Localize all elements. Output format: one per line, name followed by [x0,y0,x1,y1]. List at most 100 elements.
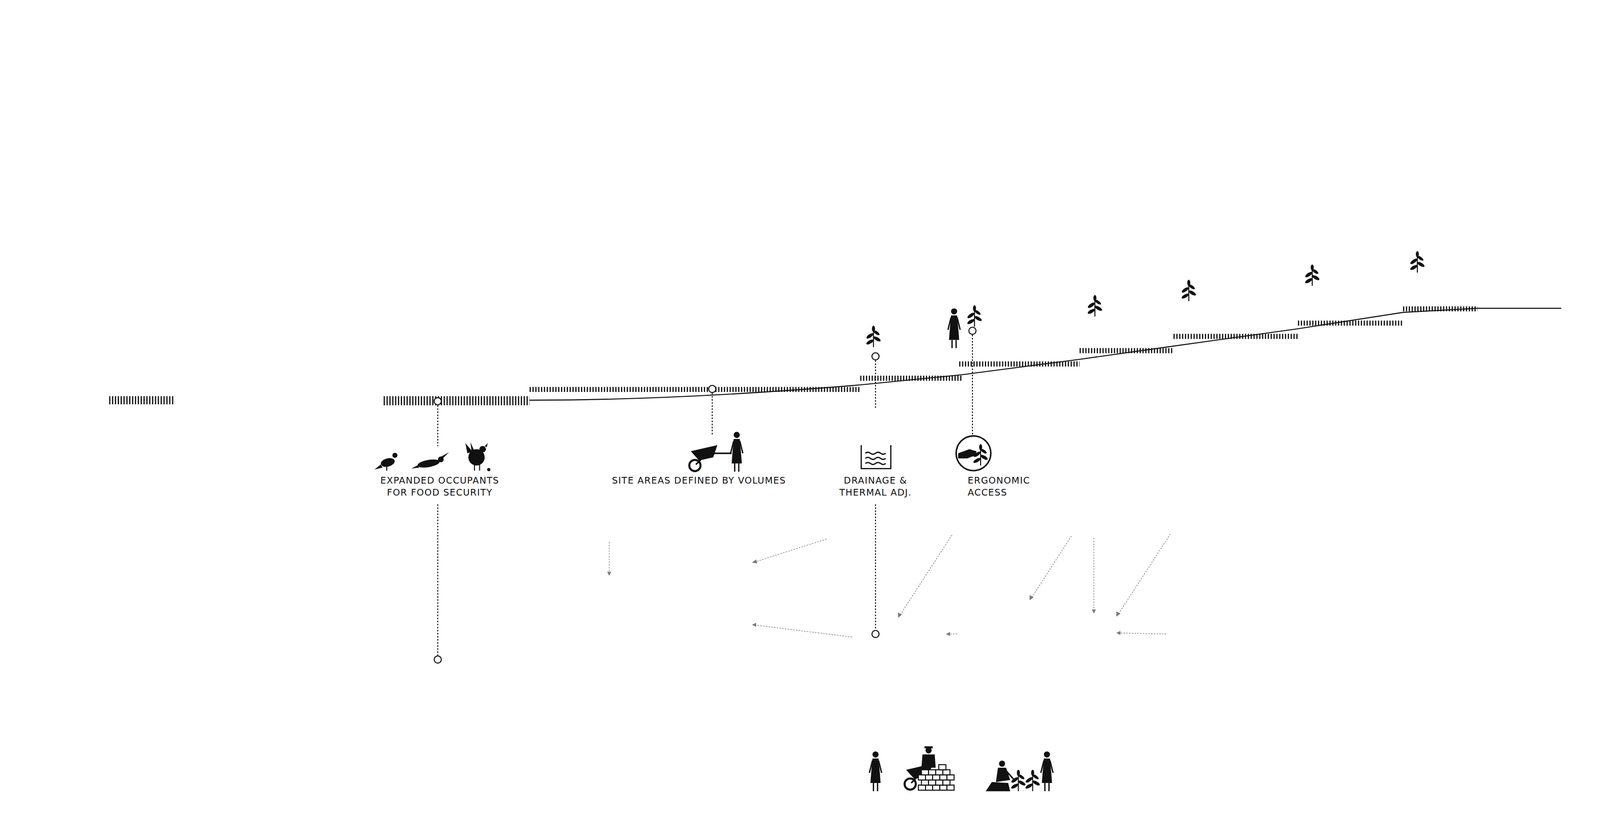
callout-label: DRAINAGE & THERMAL ADJ. [838,474,913,499]
leader-lines-part [875,360,877,409]
builders-figures-part-part [921,769,929,775]
marker-circles-part [434,655,442,664]
terrace-plants [865,250,1426,348]
terrace-plants-part [865,325,882,348]
builders-figures [869,746,955,792]
faint-arrows-part [1117,632,1167,634]
animal-icons [374,441,491,472]
builders-figures-part-part [928,780,936,786]
faint-arrowheads-part [1116,630,1121,636]
marker-circles-part [871,630,879,638]
animal-icons-part [479,445,486,453]
animal-icons-part [479,464,481,471]
builders-figures-part-part [935,780,943,786]
terrain-bars [109,308,1478,402]
faint-arrows-part [1117,533,1171,616]
faint-arrowheads-part [752,559,758,564]
builders-figures-part-part [939,784,948,791]
leader-lines [437,334,973,656]
faint-arrowheads-part [607,571,612,577]
faint-arrowheads-part [898,612,903,618]
marker-circles [434,327,976,664]
faint-arrowheads-part [1116,611,1121,617]
animal-icons-part [411,465,420,469]
ergonomic-icon [956,436,991,471]
faint-arrows-part [753,539,827,563]
callout-label: SITE AREAS DEFINED BY VOLUMES [610,474,787,487]
builders-figures-part [921,746,937,769]
marker-circles-part [871,352,879,360]
callout-label: ERGONOMIC ACCESS [967,474,980,499]
wheelbarrow-figure-part [730,431,744,472]
animal-icons-part [374,464,383,470]
drainage-icon-part [865,452,887,455]
builders-figures-part-part [942,769,950,775]
gardeners-figures-part-part [1006,770,1015,781]
builders-figures-part-part [935,769,943,775]
builders-figures-part-part [938,764,947,771]
gardeners-figures [985,751,1054,792]
ergonomic-icon-part [958,449,977,459]
builders-figures-part [918,764,954,791]
builders-figures-part-part [942,780,950,786]
ground-line [529,308,1562,401]
gardeners-figures-part [1024,769,1041,792]
builders-figures-part-part [925,784,933,791]
wheelbarrow-figure [689,431,744,472]
gardeners-figures-part [985,760,1015,792]
builders-figures-part-part [918,774,926,781]
leader-lines-part [875,504,877,630]
ergonomic-icon-part [956,436,991,471]
animal-icons-part [439,452,450,460]
terrain-bars-part [383,396,530,406]
ergonomic-icon-part [972,444,989,466]
leader-lines-part [971,334,973,436]
drainage-icon [861,445,891,469]
terrace-plants-part [966,305,983,327]
terrain-bars-part [1297,320,1403,326]
leader-lines-part [437,504,439,656]
builders-figures-part-part [932,774,940,781]
animal-icons-part [416,458,441,470]
faint-arrowheads-part [752,622,757,628]
gardeners-figures-part-part [998,760,1006,767]
terrace-plants-part [1087,295,1103,317]
builders-figures-part-part [918,784,926,791]
drainage-icon-part [865,462,887,465]
marker-circles-part [969,327,977,335]
builders-figures-part-part [947,784,955,791]
faint-arrows-part [1030,535,1072,600]
gardeners-figures-part [1040,751,1054,792]
leader-lines-part [437,405,439,447]
wheelbarrow-figure-part [689,445,732,472]
faint-arrows-part [753,624,853,638]
builders-figures-part-part [921,780,929,786]
leader-lines-part [711,392,713,435]
gardeners-figures-part-part [985,782,1011,792]
faint-arrows-part [899,534,953,617]
builders-figures-part-part [921,754,937,769]
terrain-bars-part [109,396,175,405]
gardeners-figures-part [1010,769,1027,792]
animal-icons-part [386,466,388,471]
animal-icons-part [392,452,398,459]
animal-icons-part [379,456,396,469]
faint-arrowheads-part [1091,609,1097,614]
animal-icons-part [484,443,488,448]
callout-label: EXPANDED OCCUPANTS FOR FOOD SECURITY [379,474,500,499]
faint-arrowheads-part [1029,595,1034,601]
drainage-icon-part [865,457,887,460]
marker-circles-part [434,397,442,405]
terrace-plants-part [1409,250,1426,273]
builders-figures-part-part [925,774,933,781]
animal-icons-part [474,464,475,471]
builders-figures-part [869,751,882,792]
marker-circles-part [708,385,716,393]
gardeners-figures-part-part [995,767,1011,783]
terrain-bars-part [529,386,861,392]
faint-arrows-part [1093,537,1095,613]
animal-icons-part [465,441,475,453]
animal-icons-part [486,467,491,472]
